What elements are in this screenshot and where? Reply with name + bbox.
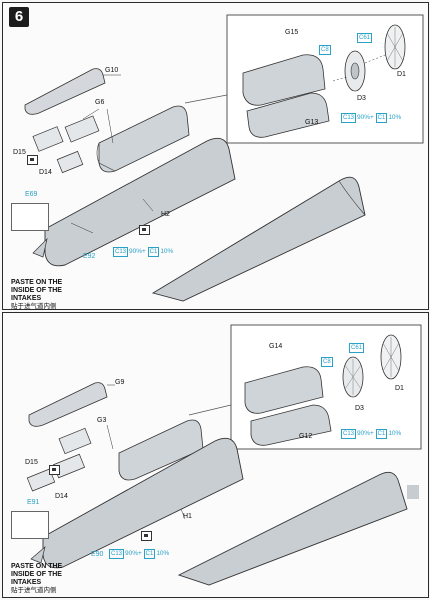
decal-reference-box	[11, 203, 49, 231]
paint-callout-c61: C61	[349, 343, 365, 353]
paint-pct-1: 90%+	[125, 550, 142, 557]
decal-label-e90: E90	[91, 551, 104, 558]
paste-note: PASTE ON THE INSIDE OF THE INTAKES 贴于进气道…	[11, 563, 62, 595]
part-label-d14: D14	[39, 169, 52, 176]
part-label-g9: G9	[115, 379, 125, 386]
part-label-d3: D3	[357, 95, 366, 102]
glue-icon	[139, 225, 150, 235]
paste-note: PASTE ON THE INSIDE OF THE INTAKES 贴于进气道…	[11, 279, 62, 311]
glue-icon	[141, 531, 152, 541]
part-label-g3: G3	[97, 417, 107, 424]
paint-pct-2: 10%	[388, 430, 402, 437]
bottom-assembly-drawing	[26, 324, 422, 586]
note-line-3: INTAKES	[11, 295, 42, 302]
part-label-d14: D14	[55, 493, 68, 500]
top-step-panel: 6	[2, 2, 429, 310]
paint-pct-1: 90%+	[357, 114, 374, 121]
glue-icon	[27, 155, 38, 165]
paint-chip-c1: C1	[375, 113, 388, 123]
part-label-g15: G15	[285, 29, 299, 36]
part-label-d15: D15	[25, 459, 38, 466]
note-line-1: PASTE ON THE	[11, 563, 63, 570]
part-label-d15: D15	[13, 149, 26, 156]
note-line-1: PASTE ON THE	[11, 279, 63, 286]
decal-label-e91: E91	[27, 499, 40, 506]
part-label-d1: D1	[397, 71, 406, 78]
part-label-d1: D1	[395, 385, 404, 392]
paint-callout-c61: C61	[357, 33, 373, 43]
paint-pct-2: 10%	[388, 114, 402, 121]
note-line-2: INSIDE OF THE	[11, 571, 62, 578]
part-label-g13: G13	[305, 119, 319, 126]
bottom-step-panel: G9 G3 D15 D14 E91 E90 H1 G14 G12 D1 D3 C…	[2, 312, 429, 598]
paint-chip-c1: C1	[143, 549, 156, 559]
paint-pct-2: 10%	[156, 550, 170, 557]
step-number-badge: 6	[9, 7, 29, 27]
paint-chip-c13: C13	[109, 549, 125, 559]
decal-label-e69: E69	[25, 191, 38, 198]
paint-callout-c8: C8	[319, 45, 332, 55]
paint-chip-c13: C13	[341, 113, 357, 123]
note-line-3: INTAKES	[11, 579, 42, 586]
part-label-h2: H2	[161, 211, 170, 218]
note-chinese: 贴于进气道内侧	[11, 303, 57, 310]
part-label-g6: G6	[95, 99, 105, 106]
part-label-d3: D3	[355, 405, 364, 412]
paint-chip-c8: C8	[319, 45, 331, 55]
paint-pct-2: 10%	[160, 248, 174, 255]
paint-chip-c13: C13	[113, 247, 129, 257]
paint-pct-1: 90%+	[357, 430, 374, 437]
paint-chip-c1: C1	[147, 247, 160, 257]
decal-label-e92: E92	[83, 253, 96, 260]
paint-chip-c61: C61	[357, 33, 373, 43]
part-label-h1: H1	[183, 513, 192, 520]
paint-chip-c8: C8	[321, 357, 333, 367]
note-chinese: 贴于进气道内侧	[11, 587, 57, 594]
paint-chip-c61: C61	[349, 343, 365, 353]
paint-callout-c8: C8	[321, 357, 334, 367]
part-label-g10: G10	[105, 67, 119, 74]
paint-chip-c1: C1	[375, 429, 388, 439]
note-line-2: INSIDE OF THE	[11, 287, 62, 294]
part-label-g14: G14	[269, 343, 283, 350]
paint-pct-1: 90%+	[129, 248, 146, 255]
part-label-g12: G12	[299, 433, 313, 440]
decal-reference-box	[11, 511, 49, 539]
top-assembly-drawing	[24, 14, 424, 302]
paint-chip-c13: C13	[341, 429, 357, 439]
glue-icon	[49, 465, 60, 475]
